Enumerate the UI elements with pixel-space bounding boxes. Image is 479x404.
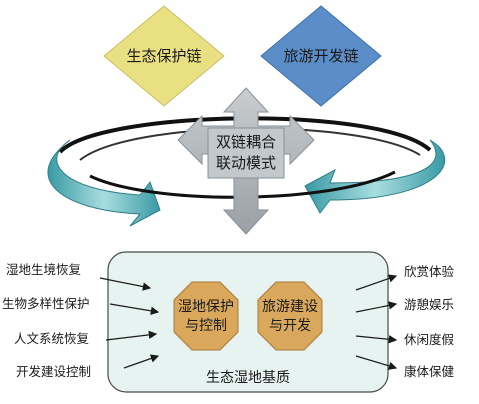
arrow-right-1 [355, 274, 398, 291]
left-item-1: 湿地生境恢复 [6, 262, 82, 277]
arrow-left-3 [105, 330, 158, 341]
center-box [207, 127, 285, 179]
right-item-1: 欣赏体验 [404, 264, 455, 279]
development-label-line1: 旅游建设 [262, 299, 318, 315]
ecology-chain-diamond [103, 5, 225, 107]
arrow-right-3 [355, 335, 398, 344]
left-item-3: 人文系统恢复 [14, 331, 90, 346]
left-item-4: 开发建设控制 [16, 364, 92, 379]
arrow-right-2 [355, 301, 398, 313]
right-item-2: 游憩娱乐 [404, 297, 455, 312]
development-label-line2: 与开发 [269, 318, 311, 334]
arrow-left-4 [123, 354, 160, 369]
ecology-chain-label: 生态保护链 [126, 47, 202, 65]
arrow-left-1 [99, 277, 152, 291]
tourism-chain-diamond [260, 5, 382, 107]
protection-label-line2: 与控制 [185, 318, 227, 334]
wetland-base-title: 生态湿地基质 [206, 370, 290, 386]
right-item-3: 休闲度假 [404, 332, 455, 347]
arrow-right-4 [355, 355, 398, 370]
teal-ribbon-left [47, 139, 161, 227]
coupling-mode-line1: 双链耦合 [215, 133, 276, 151]
wetland-base-box [107, 251, 389, 393]
tourism-chain-label: 旅游开发链 [283, 47, 359, 65]
left-item-2: 生物多样性保护 [2, 296, 90, 311]
arrow-left-2 [109, 303, 160, 315]
right-item-4: 康体保健 [404, 364, 455, 379]
protection-label-line1: 湿地保护 [178, 299, 234, 315]
development-octagon [257, 281, 323, 351]
coupling-mode-line2: 联动模式 [215, 154, 276, 172]
protection-octagon [173, 281, 239, 351]
teal-ribbon-right [304, 139, 446, 214]
